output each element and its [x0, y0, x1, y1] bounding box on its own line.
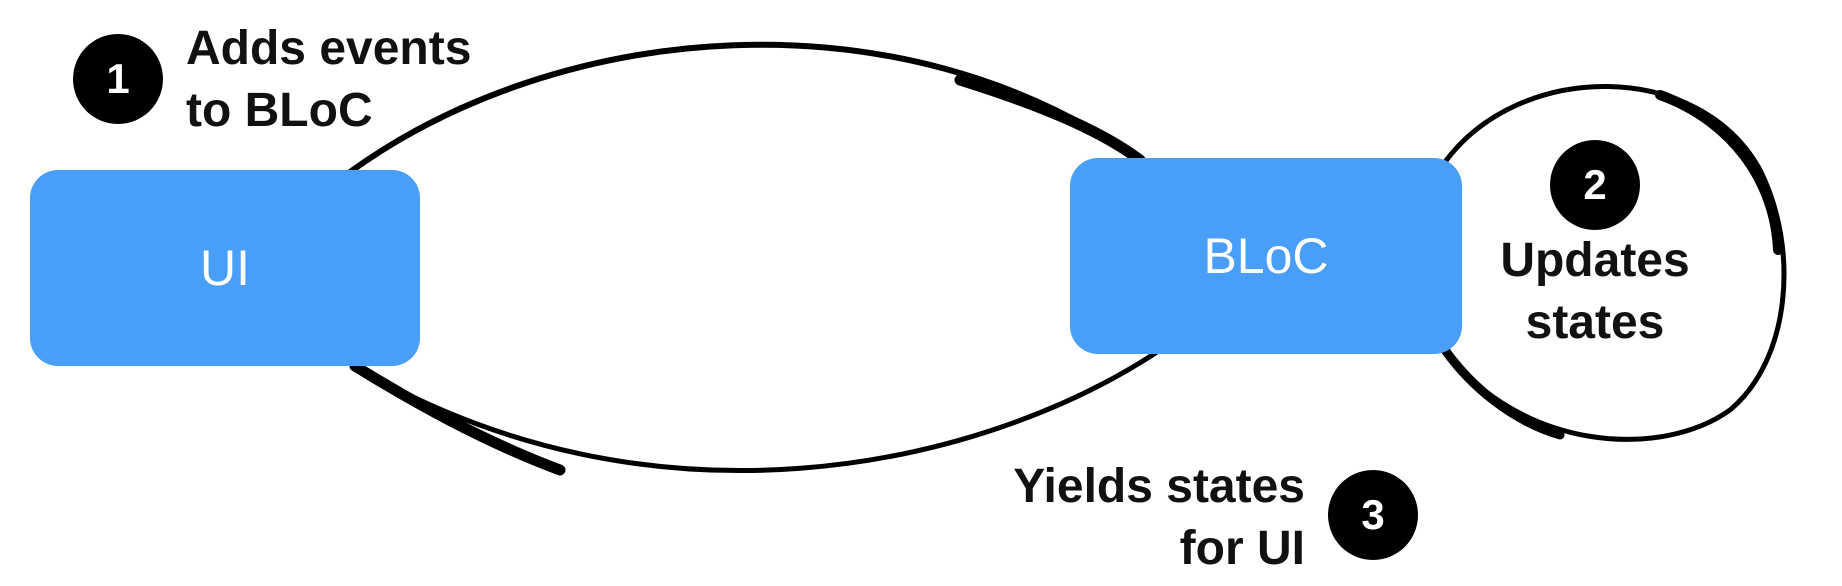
- ui-node: UI: [30, 170, 420, 366]
- step-3-badge: 3: [1328, 470, 1418, 560]
- arc-events-to-bloc-thick: [954, 74, 1146, 166]
- step-2-badge: 2: [1550, 140, 1640, 230]
- step-3-number: 3: [1361, 491, 1385, 538]
- arc-states-to-ui: [352, 347, 1163, 474]
- step-2-label: Updates states: [1480, 230, 1710, 354]
- step-1-line-1: Adds events: [186, 22, 472, 75]
- bloc-node-label: BLoC: [1203, 228, 1329, 284]
- step-3-line-2: for UI: [1179, 522, 1305, 575]
- loop-update-states-thick: [1655, 90, 1783, 255]
- step-2-number: 2: [1583, 161, 1607, 208]
- step-1-badge: 1: [73, 34, 163, 124]
- step-3-label: Yields states for UI: [940, 456, 1305, 580]
- step-2-line-1: Updates: [1500, 234, 1690, 287]
- step-1-line-2: to BLoC: [186, 84, 373, 137]
- ui-node-label: UI: [200, 240, 250, 296]
- step-3-line-1: Yields states: [1013, 460, 1305, 513]
- step-1-number: 1: [106, 55, 130, 102]
- bloc-node: BLoC: [1070, 158, 1462, 354]
- loop-update-states: [1442, 84, 1787, 442]
- loop-update-states-thick-bottom: [1440, 345, 1565, 440]
- step-1-label: Adds events to BLoC: [186, 18, 471, 142]
- step-2-line-2: states: [1525, 296, 1665, 349]
- arc-states-to-ui-thick: [349, 360, 566, 476]
